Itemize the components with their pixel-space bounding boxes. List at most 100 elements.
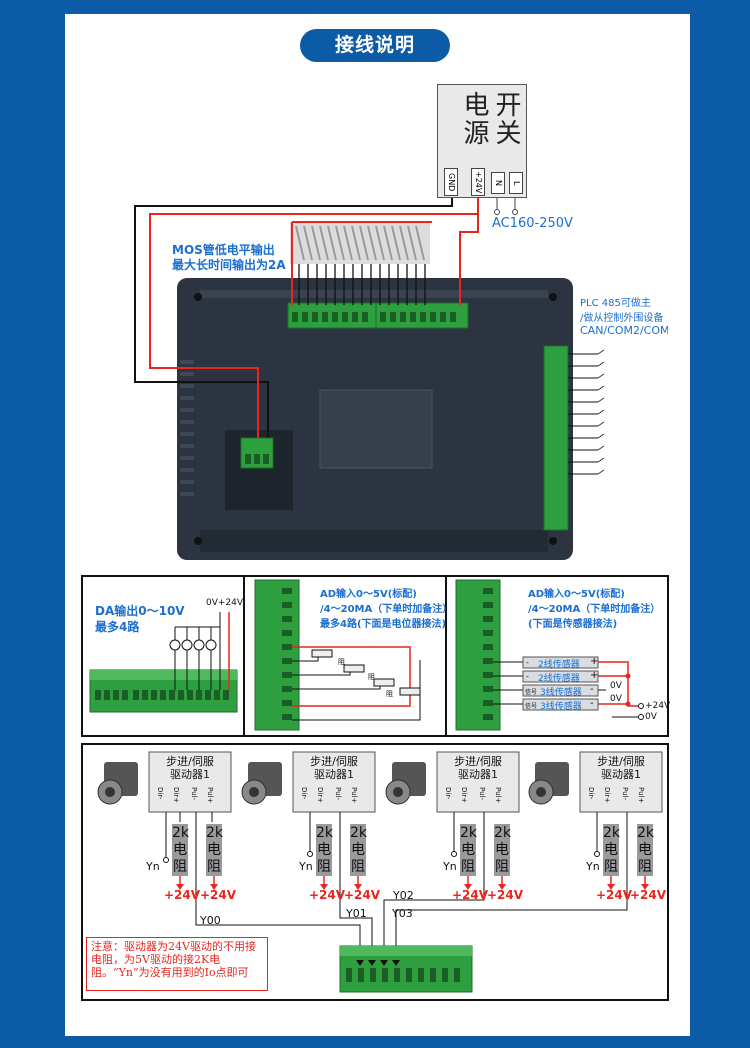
output-terminal-block xyxy=(287,302,469,329)
sensor-2-prefix: - xyxy=(526,672,529,681)
mos-note-2: 最大长时间输出为2A xyxy=(172,258,286,272)
output-y03: Y03 xyxy=(392,907,413,920)
term-dir-plus-4: Dir+ xyxy=(603,787,611,804)
driver-unit-3 xyxy=(385,751,520,890)
plus24v-4b: +24V xyxy=(630,888,667,902)
term-dir-plus-3: Dir+ xyxy=(460,787,468,804)
term-dir-minus-1: Dir- xyxy=(156,787,164,800)
pot-label-3: 阻 xyxy=(386,690,393,698)
term-pul-minus-1: Pul- xyxy=(190,787,198,801)
sensor-4-label: 3线传感器 xyxy=(540,702,582,712)
zero-v-label-1: 0V xyxy=(610,681,622,691)
driver-1-title: 步进/伺服驱动器1 xyxy=(166,755,214,781)
term-dir-minus-4: Dir- xyxy=(587,787,595,800)
term-dir-minus-3: Dir- xyxy=(444,787,452,800)
sensor-4-suffix: - xyxy=(590,698,594,709)
comm-terminal-block xyxy=(543,345,605,531)
ad-left-title-1: AD输入0～5V(标配) xyxy=(320,589,417,600)
plus24v-2b: +24V xyxy=(344,888,381,902)
load-strip xyxy=(290,221,432,305)
sensor-3-label: 3线传感器 xyxy=(540,688,582,698)
da-supply-label: 0V+24V xyxy=(206,598,244,608)
plus24v-1a: +24V xyxy=(164,888,201,902)
term-pul-minus-2: Pul- xyxy=(334,787,342,801)
yn-label-4: Yn xyxy=(586,860,600,873)
driver-4-title: 步进/伺服驱动器1 xyxy=(597,755,645,781)
output-y02: Y02 xyxy=(393,889,414,902)
sensor-2-suffix: + xyxy=(590,670,599,681)
plus24v-2a: +24V xyxy=(309,888,346,902)
psu-pin-n: N xyxy=(491,172,505,194)
term-pul-plus-3: Pul+ xyxy=(494,787,502,804)
ad-potentiometer-graphic xyxy=(254,579,421,731)
term-pul-plus-4: Pul+ xyxy=(637,787,645,804)
da-output-graphic xyxy=(89,612,238,713)
sensor-1-prefix: - xyxy=(526,658,529,667)
sensor-1-label: 2线传感器 xyxy=(538,660,580,670)
sensor-2-label: 2线传感器 xyxy=(538,674,580,684)
bottom-terminal-block xyxy=(339,945,473,993)
yn-label-2: Yn xyxy=(299,860,313,873)
plc-note-3: CAN/COM2/COM3 xyxy=(580,324,668,337)
psu-pin-l: L xyxy=(509,172,523,194)
ad-right-title-1: AD输入0～5V(标配) xyxy=(528,589,625,600)
psu-pin-gnd: GND xyxy=(444,168,458,196)
pot-label-2: 阻 xyxy=(368,673,375,681)
driver-unit-2 xyxy=(241,751,376,890)
da-title-1: DA输出0～10V xyxy=(95,604,185,618)
plc-note-2: /做从控制外围设备 xyxy=(580,313,664,324)
sensor-3-prefix: 信号 xyxy=(525,689,538,696)
yn-label-1: Yn xyxy=(146,860,160,873)
output-y01: Y01 xyxy=(346,907,367,920)
middle-panels xyxy=(81,575,669,737)
term-pul-minus-3: Pul- xyxy=(478,787,486,801)
ac-voltage-label: AC160-250V xyxy=(492,216,573,231)
psu-label-2: 电源 xyxy=(459,91,489,147)
yn-label-3: Yn xyxy=(443,860,457,873)
pot-label-1: 阻 xyxy=(338,658,345,666)
ad-sensor-graphic xyxy=(455,579,644,731)
term-pul-minus-4: Pul- xyxy=(621,787,629,801)
wiring-note: 注意：驱动器为24V驱动的不用接电阻，为5V驱动的接2K电阻。“Yn”为没有用到… xyxy=(86,937,268,991)
output-y00: Y00 xyxy=(200,914,221,927)
psu-label-1: 开关 xyxy=(491,91,521,147)
mos-note-1: MOS管低电平输出 xyxy=(172,243,275,257)
zero-v-label-2: 0V xyxy=(610,694,622,704)
plc-device xyxy=(177,278,573,560)
plc-note-1: PLC 485可做主 xyxy=(580,298,651,309)
drivers-panel xyxy=(81,743,669,1001)
driver-unit-1 xyxy=(97,751,232,890)
zero-v-label-3: 0V xyxy=(645,712,657,722)
sensor-1-suffix: + xyxy=(590,656,599,667)
plus24v-1b: +24V xyxy=(200,888,237,902)
power-wiring xyxy=(134,196,516,455)
driver-3-title: 步进/伺服驱动器1 xyxy=(454,755,502,781)
plus24v-label: +24V xyxy=(645,701,671,711)
term-pul-plus-1: Pul+ xyxy=(206,787,214,804)
power-input-terminal xyxy=(240,437,274,469)
driver-unit-4 xyxy=(528,751,663,890)
sensor-4-prefix: 信号 xyxy=(525,703,538,710)
plus24v-4a: +24V xyxy=(596,888,633,902)
plus24v-3a: +24V xyxy=(452,888,489,902)
term-dir-plus-2: Dir+ xyxy=(316,787,324,804)
ad-right-title-3: (下面是传感器接法) xyxy=(528,619,618,630)
pulse-wiring xyxy=(195,812,628,962)
term-dir-plus-1: Dir+ xyxy=(172,787,180,804)
ad-left-title-2: /4～20MA（下单时加备注） xyxy=(320,604,453,615)
psu-pin-24v: +24V xyxy=(471,168,485,196)
sensor-3-suffix: - xyxy=(590,684,594,695)
plus24v-3b: +24V xyxy=(487,888,524,902)
da-title-2: 最多4路 xyxy=(95,620,140,634)
driver-2-title: 步进/伺服驱动器1 xyxy=(310,755,358,781)
ad-left-title-3: 最多4路(下面是电位器接法) xyxy=(320,619,447,630)
